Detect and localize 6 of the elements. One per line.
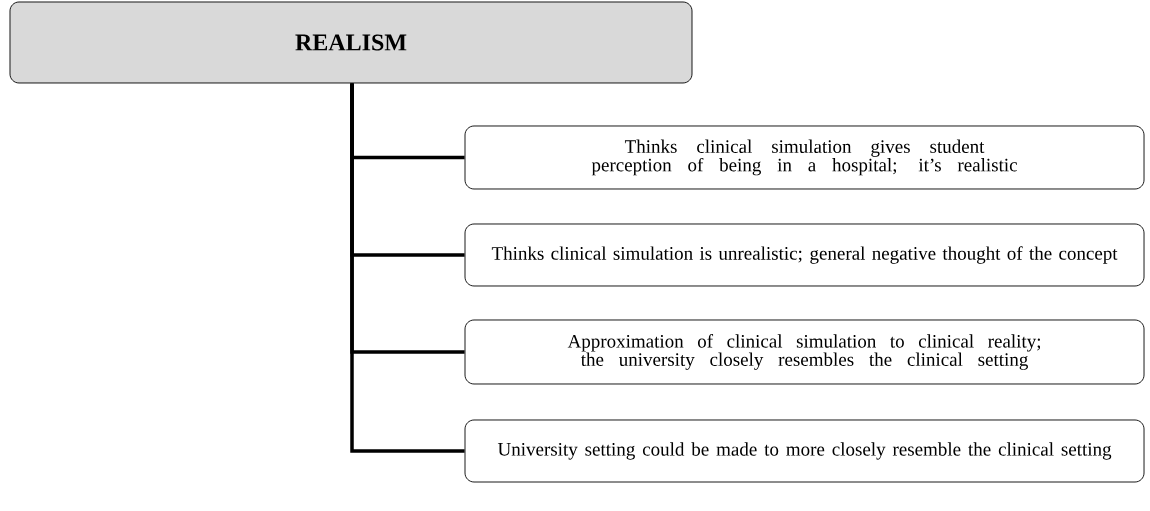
- category-box: University setting could be made to more closely resemble the clinical setting: [464, 419, 1145, 483]
- category-box: Thinks clinical simulation is unrealistic; general negative thought of the concept: [464, 223, 1145, 287]
- category-box: Thinks clinical simulation gives student perception of being in a hospital; it’s realistic: [464, 125, 1145, 190]
- connector-line: [350, 83, 465, 453]
- heading-box: REALISM: [9, 1, 693, 84]
- category-box: Approximation of clinical simulation to clinical reality; the university closely resembles the clinical setting: [464, 319, 1145, 385]
